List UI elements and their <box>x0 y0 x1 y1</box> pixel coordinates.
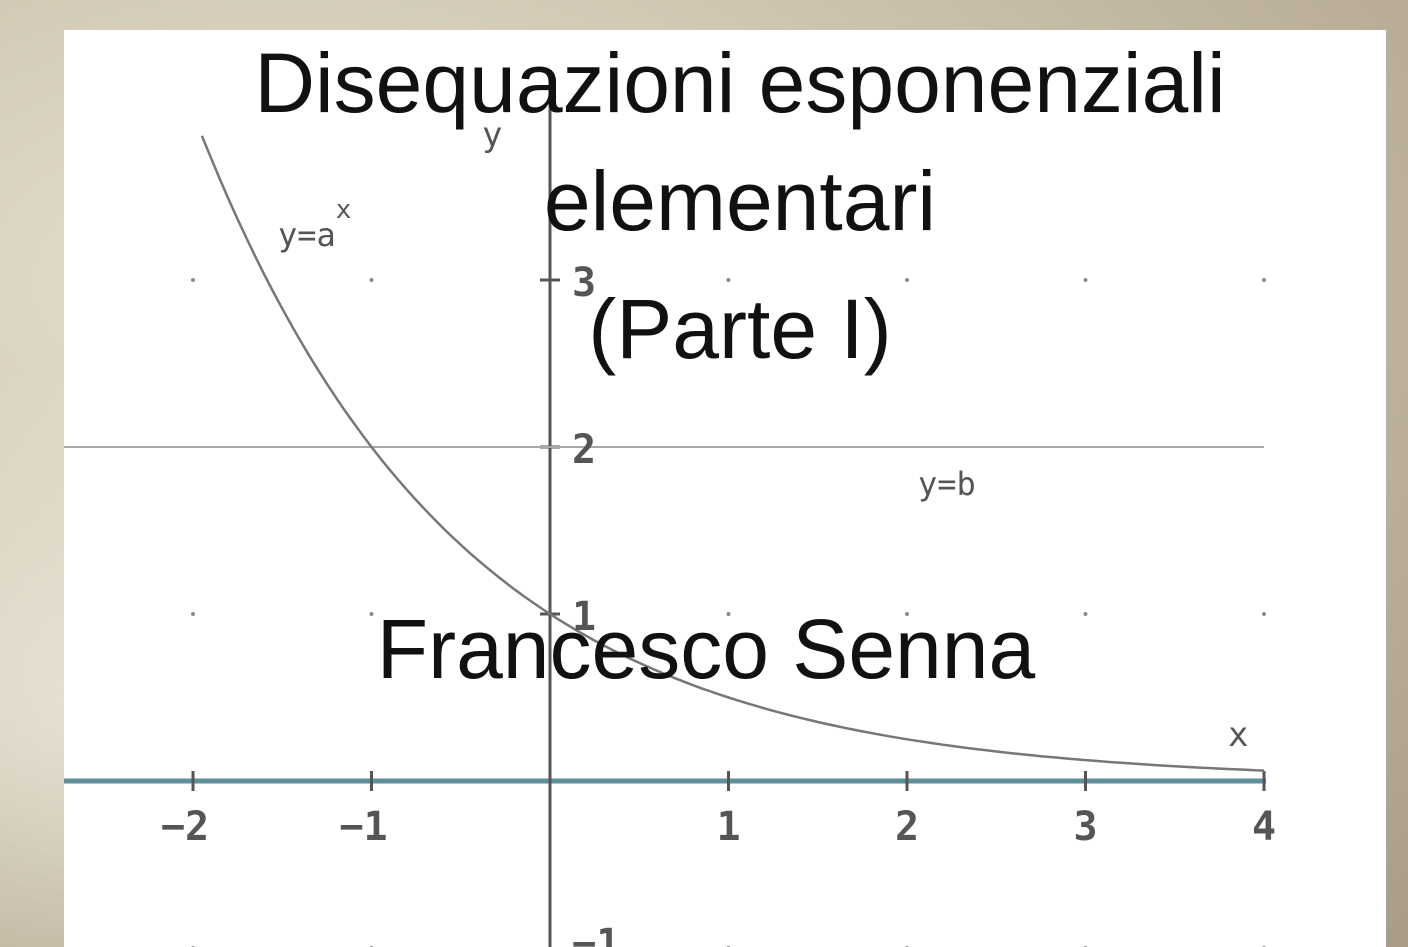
x-tick-label: −2 <box>161 804 209 850</box>
plot-panel <box>64 30 1386 947</box>
y-tick-label: 2 <box>572 427 596 473</box>
grid-dot <box>191 612 195 616</box>
hline-label: y=b <box>918 465 976 503</box>
slide-author: Francesco Senna <box>377 602 1036 696</box>
slide-title-line-2: elementari <box>544 154 936 248</box>
x-tick-label: −1 <box>339 804 387 850</box>
curve-label-exponent: x <box>336 195 352 225</box>
x-axis-label: x <box>1228 715 1248 755</box>
y-axis-label: y <box>482 115 502 155</box>
grid-dot <box>1262 278 1266 282</box>
grid-dot <box>369 278 374 282</box>
grid-dot <box>726 278 731 282</box>
curve-label-base: y=a <box>278 216 336 254</box>
slide-title-line-3: (Parte I) <box>588 282 891 376</box>
curve-series <box>200 135 1265 772</box>
grid-dot <box>905 278 909 282</box>
curve-label: y=ax <box>278 195 351 254</box>
grid-dots <box>191 278 1266 947</box>
chart-marks <box>64 112 1265 772</box>
grid-dot <box>369 612 374 616</box>
grid-dot <box>191 278 195 282</box>
grid-dot <box>1083 612 1088 616</box>
grid-dot <box>905 612 909 616</box>
x-tick-label: 2 <box>895 804 919 850</box>
y-tick-label: 3 <box>572 260 596 306</box>
grid-dot <box>1262 612 1266 616</box>
x-tick-label: 1 <box>716 804 740 850</box>
tick-labels: −2 −1 1 2 3 4 2 3 1 −1 <box>161 260 1276 947</box>
grid-dot <box>726 612 731 616</box>
x-tick-label: 4 <box>1252 804 1276 850</box>
y-tick-label: −1 <box>572 921 620 947</box>
slide-title-line-1: Disequazioni esponenziali <box>254 36 1225 130</box>
x-tick-label: 3 <box>1073 804 1097 850</box>
grid-dot <box>1083 278 1088 282</box>
y-tick-label: 1 <box>572 594 596 640</box>
